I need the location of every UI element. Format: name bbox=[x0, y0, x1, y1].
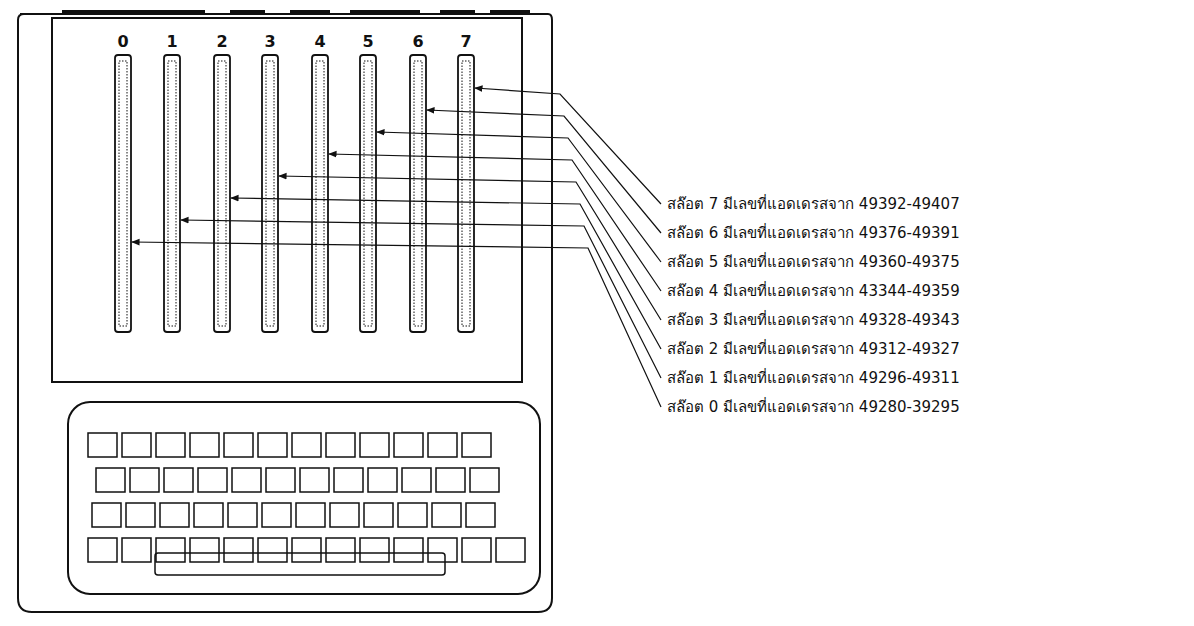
leader-line bbox=[475, 88, 661, 204]
leader-line bbox=[132, 242, 661, 407]
key bbox=[466, 503, 495, 527]
key bbox=[360, 433, 389, 457]
key bbox=[326, 433, 355, 457]
key bbox=[364, 503, 393, 527]
computer-body bbox=[18, 14, 552, 612]
slot-contacts bbox=[266, 61, 274, 326]
key bbox=[88, 433, 117, 457]
slot-contacts bbox=[462, 61, 470, 326]
slot-address-note: สล๊อต 1 มีเลขที่แอดเดรสจาก 49296-49311 bbox=[667, 369, 960, 387]
key bbox=[462, 538, 491, 562]
key bbox=[190, 538, 219, 562]
key bbox=[122, 538, 151, 562]
leader-line bbox=[279, 176, 661, 320]
leader-group bbox=[132, 88, 661, 407]
key bbox=[194, 503, 223, 527]
slot bbox=[164, 55, 180, 332]
slot-number: 0 bbox=[117, 32, 128, 51]
slot-number: 5 bbox=[362, 32, 373, 51]
key bbox=[164, 468, 193, 492]
slot bbox=[410, 55, 426, 332]
key bbox=[398, 503, 427, 527]
slot-contacts bbox=[364, 61, 372, 326]
key bbox=[368, 468, 397, 492]
key bbox=[496, 538, 525, 562]
space-bar bbox=[155, 553, 445, 575]
key bbox=[330, 503, 359, 527]
key bbox=[96, 468, 125, 492]
slot bbox=[312, 55, 328, 332]
slot bbox=[458, 55, 474, 332]
slot-contacts bbox=[168, 61, 176, 326]
slot-number: 6 bbox=[412, 32, 423, 51]
key bbox=[300, 468, 329, 492]
leader-line bbox=[377, 132, 661, 262]
slot-number: 1 bbox=[166, 32, 177, 51]
key bbox=[470, 468, 499, 492]
slot-address-note: สล๊อต 7 มีเลขที่แอดเดรสจาก 49392-49407 bbox=[667, 195, 960, 213]
key bbox=[428, 433, 457, 457]
slot-address-note: สล๊อต 6 มีเลขที่แอดเดรสจาก 49376-49391 bbox=[667, 224, 960, 242]
key bbox=[326, 538, 355, 562]
slot bbox=[262, 55, 278, 332]
slot-contacts bbox=[316, 61, 324, 326]
key bbox=[266, 468, 295, 492]
slot-number: 7 bbox=[460, 32, 471, 51]
slot-address-note: สล๊อต 0 มีเลขที่แอดเดรสจาก 49280-39295 bbox=[667, 398, 960, 416]
slot-contacts bbox=[218, 61, 226, 326]
key bbox=[258, 538, 287, 562]
slot-address-note: สล๊อต 2 มีเลขที่แอดเดรสจาก 49312-49327 bbox=[667, 340, 960, 358]
key bbox=[88, 538, 117, 562]
key bbox=[198, 468, 227, 492]
key bbox=[92, 503, 121, 527]
keyboard-frame bbox=[68, 402, 540, 594]
key bbox=[160, 503, 189, 527]
slot-panel bbox=[52, 18, 522, 382]
key bbox=[190, 433, 219, 457]
slot-number: 3 bbox=[264, 32, 275, 51]
slot-address-note: สล๊อต 5 มีเลขที่แอดเดรสจาก 49360-49375 bbox=[667, 253, 960, 271]
key bbox=[334, 468, 363, 492]
key bbox=[402, 468, 431, 492]
key bbox=[292, 538, 321, 562]
key bbox=[262, 503, 291, 527]
key bbox=[292, 433, 321, 457]
key bbox=[126, 503, 155, 527]
key bbox=[428, 538, 457, 562]
key bbox=[394, 433, 423, 457]
slot bbox=[115, 55, 131, 332]
key bbox=[130, 468, 159, 492]
key bbox=[394, 538, 423, 562]
slot-group bbox=[115, 55, 474, 332]
slot-contacts bbox=[119, 61, 127, 326]
slot-number: 2 bbox=[216, 32, 227, 51]
key bbox=[228, 503, 257, 527]
key bbox=[432, 503, 461, 527]
slot bbox=[360, 55, 376, 332]
key bbox=[462, 433, 491, 457]
slot bbox=[214, 55, 230, 332]
slot-address-note: สล๊อต 4 มีเลขที่แอดเดรสจาก 43344-49359 bbox=[667, 282, 960, 300]
key bbox=[224, 538, 253, 562]
key bbox=[360, 538, 389, 562]
key bbox=[232, 468, 261, 492]
key bbox=[224, 433, 253, 457]
slot-contacts bbox=[414, 61, 422, 326]
key bbox=[296, 503, 325, 527]
top-vents bbox=[62, 10, 530, 14]
key bbox=[258, 433, 287, 457]
key bbox=[156, 433, 185, 457]
key bbox=[122, 433, 151, 457]
key-group bbox=[88, 433, 525, 562]
key bbox=[436, 468, 465, 492]
slot-number: 4 bbox=[314, 32, 325, 51]
leader-line bbox=[231, 198, 661, 349]
slot-address-note: สล๊อต 3 มีเลขที่แอดเดรสจาก 49328-49343 bbox=[667, 311, 960, 329]
key bbox=[156, 538, 185, 562]
